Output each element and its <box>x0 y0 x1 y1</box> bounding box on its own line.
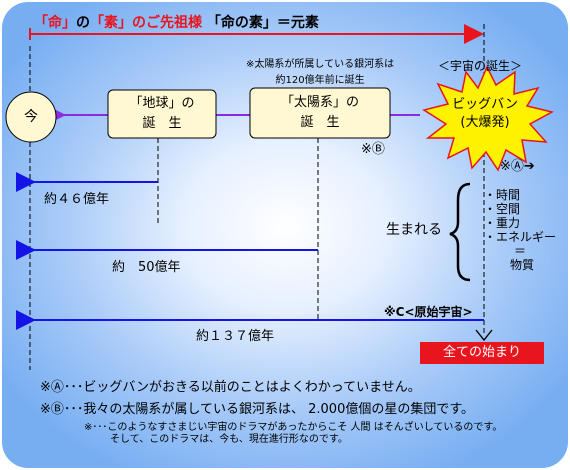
earth-label: 「地球」の 誕 生 <box>108 94 216 134</box>
age-137-label: 約１３７億年 <box>196 329 275 344</box>
earth-label-line2: 誕 生 <box>142 116 182 131</box>
born-item-space: ・空間 <box>484 202 521 216</box>
born-item-equals: ＝ <box>514 244 527 258</box>
bigbang-label-line2: (大爆発) <box>460 115 510 130</box>
footnote-c-line1: ※･･･このようなすさまじい宇宙のドラマがあったからこそ 人間 はそんざいしてい… <box>84 422 503 433</box>
born-item-matter: 物質 <box>510 258 535 272</box>
sun-label-line2: 誕 生 <box>300 115 340 130</box>
title-part-moto: 「素」 <box>90 15 132 31</box>
start-of-everything-label: 全ての始まり <box>420 342 544 364</box>
title-part-no: の <box>76 15 90 31</box>
born-item-energy: ・エネルギー <box>484 230 557 244</box>
universe-birth-heading: ＜宇宙の誕生＞ <box>438 59 523 73</box>
earth-box <box>107 89 217 139</box>
earth-label-line1: 「地球」の <box>129 96 195 111</box>
bigbang-burst <box>422 65 555 172</box>
galaxy-note: ※太陽系が所属している銀河系は 約120億年前に誕生 <box>246 57 394 89</box>
sun-box <box>249 87 391 139</box>
title-part-inochi: 「命」 <box>34 15 76 31</box>
primordial-universe-label: ※C<原始宇宙> <box>384 305 473 319</box>
age-46-label: 約４６億年 <box>44 192 110 207</box>
title-part-element: 「命の素」＝元素 <box>206 15 319 31</box>
footnote-a: ※Ⓐ･･･ビッグバンがおきる以前のことはよくわかっていません。 <box>40 380 421 395</box>
diagram-title: 「命」の「素」のご先祖様 「命の素」＝元素 <box>34 12 319 32</box>
footnote-c-line2: そして、このドラマは、今も、現在進行形なのです。 <box>110 434 348 445</box>
galaxy-note-line1: ※太陽系が所属している銀河系は <box>246 59 395 70</box>
bigbang-label: ビッグバン (大爆発) <box>440 96 530 132</box>
born-item-gravity: ・重力 <box>484 216 521 230</box>
footnote-b: ※Ⓑ･･･我々の太陽系が属している銀河系は、 2.000億個の星の集団です。 <box>40 402 475 417</box>
start-down-arrow <box>475 329 493 342</box>
now-label: 今 <box>24 109 38 125</box>
galaxy-note-line2: 約120億年前に誕生 <box>275 75 365 86</box>
born-label: 生まれる <box>386 222 442 238</box>
now-circle <box>5 91 57 143</box>
born-list: ・時間 ・空間 ・重力 ・エネルギー ＝ 物質 <box>484 188 556 272</box>
age-50-label: 約 50億年 <box>112 260 181 275</box>
sun-label: 「太陽系」の 誕 生 <box>250 93 390 133</box>
sun-label-line1: 「太陽系」の <box>280 95 359 110</box>
bigbang-label-line1: ビッグバン <box>452 97 518 112</box>
footnote-c: ※･･･このようなすさまじい宇宙のドラマがあったからこそ 人間 はそんざいしてい… <box>84 422 502 446</box>
born-item-time: ・時間 <box>484 188 521 202</box>
title-part-ancestor: のご先祖様 <box>132 15 202 31</box>
born-brace <box>449 182 471 282</box>
note-a-badge: ※Ⓐ➔ <box>500 159 535 174</box>
note-b-badge: ※Ⓑ <box>361 142 385 157</box>
